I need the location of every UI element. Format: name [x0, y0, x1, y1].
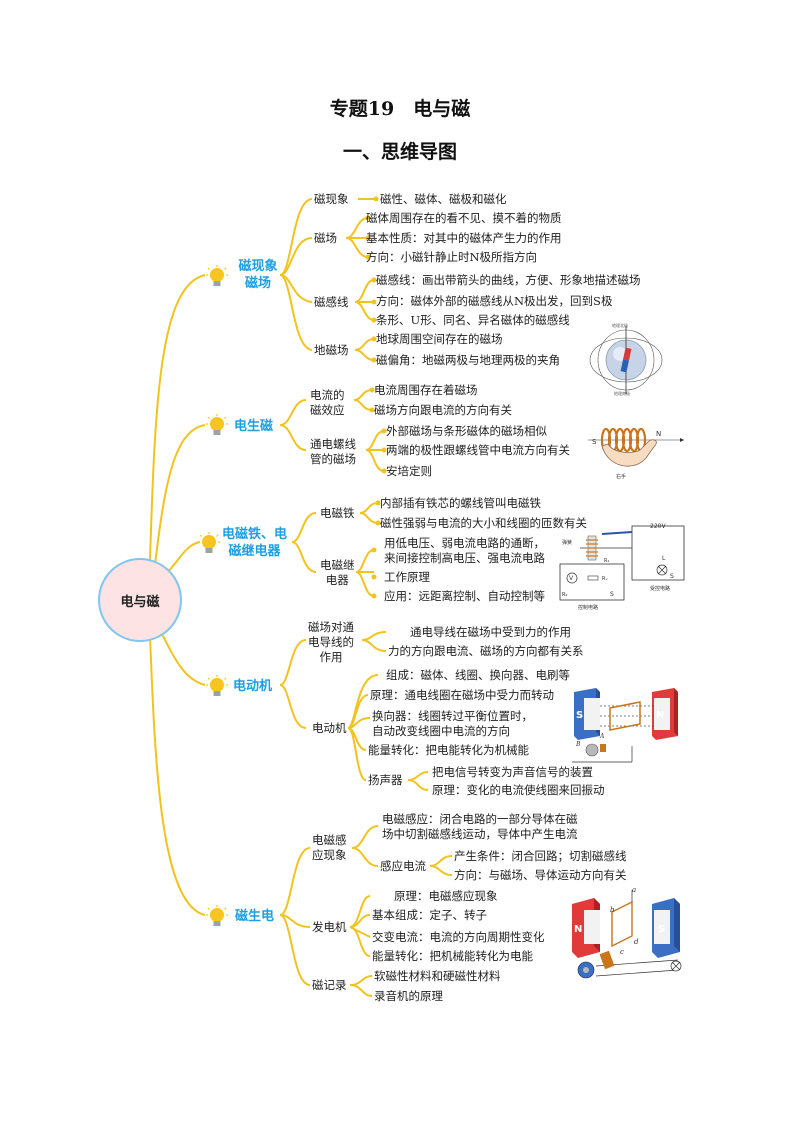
- category-label: 电磁铁、电磁继电器: [222, 527, 288, 559]
- leaf-item: 方向：与磁场、导体运动方向有关: [454, 868, 627, 882]
- page-subtitle: 一、思维导图: [342, 141, 457, 163]
- branch-label: 扬声器: [368, 773, 403, 787]
- leaf-item: 磁性、磁体、磁极和磁化: [380, 192, 507, 206]
- branch-label: 地磁场: [314, 343, 349, 357]
- earth-top-label: 地理北极: [612, 322, 628, 328]
- generator-n-label: N: [574, 924, 582, 935]
- branch-label: 电磁感应现象: [312, 833, 347, 862]
- leaf-item: 工作原理: [384, 570, 430, 584]
- generator-figure: N S a b c d: [572, 886, 682, 979]
- leaf-item: 磁感线：画出带箭头的曲线，方便、形象地描述磁场: [376, 273, 641, 287]
- branch-label: 磁记录: [312, 978, 347, 992]
- relay-s2-label: S: [670, 573, 674, 580]
- leaf-item: 能量转化：把电能转化为机械能: [368, 743, 529, 757]
- leaf-item: 磁偏角：地磁两极与地理两极的夹角: [376, 353, 560, 367]
- leaf-item: 把电信号转变为声音信号的装置: [432, 765, 593, 779]
- lightbulb-icon: [198, 532, 220, 553]
- lightbulb-icon: [206, 675, 228, 696]
- leaf-item: 组成：磁体、线圈、换向器、电刷等: [386, 668, 570, 682]
- solenoid-s-label: S: [592, 438, 597, 446]
- category-label: 磁生电: [235, 909, 275, 924]
- generator-b-label: b: [610, 906, 615, 914]
- leaf-item: 内部插有铁芯的螺线管叫电磁铁: [380, 496, 541, 510]
- leaf-item: 能量转化：把机械能转化为电能: [372, 949, 533, 963]
- relay-voltage: 220V: [650, 523, 666, 530]
- relay-l-label: L: [662, 555, 666, 562]
- leaf-item: 安培定则: [386, 464, 432, 478]
- category-label: 电动机: [233, 679, 273, 694]
- branch-label: 通电螺线管的磁场: [310, 437, 356, 466]
- leaf-item: 条形、U形、同名、异名磁体的磁感线: [376, 313, 570, 327]
- leaf-item: 地球周围空间存在的磁场: [376, 332, 503, 346]
- branch-label: 磁现象: [314, 192, 349, 206]
- leaf-item: 产生条件：闭合回路；切割磁感线: [454, 849, 627, 863]
- leaf-item: 磁体周围存在的看不见、摸不着的物质: [366, 211, 562, 225]
- relay-control-caption: 控制电路: [578, 604, 598, 611]
- branch-label: 发电机: [312, 920, 347, 934]
- relay-r1-label: R₁: [604, 558, 609, 564]
- relay-circuit-figure: 220V 弹簧 R₁ L V Rₓ R₂ S S 控制电路 受控电路: [559, 523, 685, 611]
- branch-label: 电流的磁效应: [310, 388, 345, 417]
- earth-bottom-label: 地理南极: [614, 390, 630, 396]
- branch-label: 电动机: [312, 721, 347, 735]
- motor-figure: S N A B: [572, 688, 678, 763]
- relay-r2-label: R₂: [562, 592, 567, 598]
- branch-label: 磁场对通电导线的作用: [308, 620, 354, 664]
- branch-label: 磁感线: [314, 295, 349, 309]
- leaf-item: 录音机的原理: [374, 989, 443, 1003]
- right-hand-solenoid-figure: S N 右手: [588, 427, 684, 480]
- leaf-item: 方向：小磁针静止时N极所指方向: [366, 250, 538, 264]
- leaf-item: 力的方向跟电流、磁场的方向都有关系: [388, 644, 584, 658]
- leaf-item: 通电导线在磁场中受到力的作用: [410, 625, 571, 639]
- hand-caption: 右手: [616, 473, 626, 480]
- relay-s1-label: S: [610, 591, 614, 598]
- earth-magnetic-field-figure: 地理北极 地理南极: [589, 322, 663, 396]
- relay-spring-label: 弹簧: [562, 539, 572, 546]
- leaf-item: 电磁感应：闭合电路的一部分导体在磁场中切割磁感线运动，导体中产生电流: [382, 812, 578, 841]
- relay-rx-label: Rₓ: [602, 576, 608, 582]
- branch-label: 电磁继电器: [320, 558, 355, 587]
- leaf-item: 电流周围存在着磁场: [374, 383, 478, 397]
- leaf-item: 基本组成：定子、转子: [372, 908, 487, 922]
- lightbulb-icon: [206, 414, 228, 435]
- solenoid-n-label: N: [656, 430, 661, 438]
- leaf-item: 应用：远距离控制、自动控制等: [384, 589, 545, 603]
- leaf-item: 磁性强弱与电流的大小和线圈的匝数有关: [380, 516, 587, 530]
- leaf-item: 两端的极性跟螺线管中电流方向有关: [386, 443, 570, 457]
- leaf-item: 方向：磁体外部的磁感线从N极出发，回到S极: [376, 294, 613, 308]
- leaf-item: 软磁性材料和硬磁性材料: [374, 969, 501, 983]
- leaf-item: 原理：电磁感应现象: [394, 889, 498, 903]
- leaf-item: 基本性质：对其中的磁体产生力的作用: [366, 231, 562, 245]
- category-label: 磁现象磁场: [238, 259, 278, 291]
- svg-text:V: V: [569, 575, 574, 582]
- motor-b-label: B: [575, 741, 581, 748]
- lightbulb-icon: [206, 905, 228, 926]
- root-node: 电与磁: [98, 558, 182, 642]
- motor-a-label: A: [599, 733, 605, 740]
- branch-label: 感应电流: [380, 859, 426, 873]
- motor-n-label: N: [656, 710, 664, 721]
- generator-d-label: d: [634, 938, 639, 946]
- leaf-item: 交变电流：电流的方向周期性变化: [372, 930, 545, 944]
- relay-controlled-caption: 受控电路: [650, 585, 670, 592]
- leaf-item: 原理：通电线圈在磁场中受力而转动: [370, 688, 554, 702]
- branch-label: 磁场: [314, 231, 337, 245]
- branch-label: 电磁铁: [320, 506, 355, 520]
- page-title: 专题19 电与磁: [329, 98, 471, 120]
- lightbulb-icon: [206, 265, 228, 286]
- category-label: 电生磁: [234, 419, 274, 434]
- leaf-item: 换向器：线圈转过平衡位置时，自动改变线圈中电流的方向: [372, 709, 533, 738]
- leaf-item: 用低电压、弱电流电路的通断，来间接控制高电压、强电流电路: [384, 536, 545, 565]
- generator-a-label: a: [632, 886, 636, 894]
- generator-c-label: c: [620, 948, 624, 956]
- generator-s-label: S: [658, 924, 665, 935]
- leaf-item: 外部磁场与条形磁体的磁场相似: [386, 424, 547, 438]
- leaf-item: 原理：变化的电流使线圈来回振动: [432, 783, 605, 797]
- leaf-item: 磁场方向跟电流的方向有关: [374, 403, 512, 417]
- motor-s-label: S: [576, 710, 583, 721]
